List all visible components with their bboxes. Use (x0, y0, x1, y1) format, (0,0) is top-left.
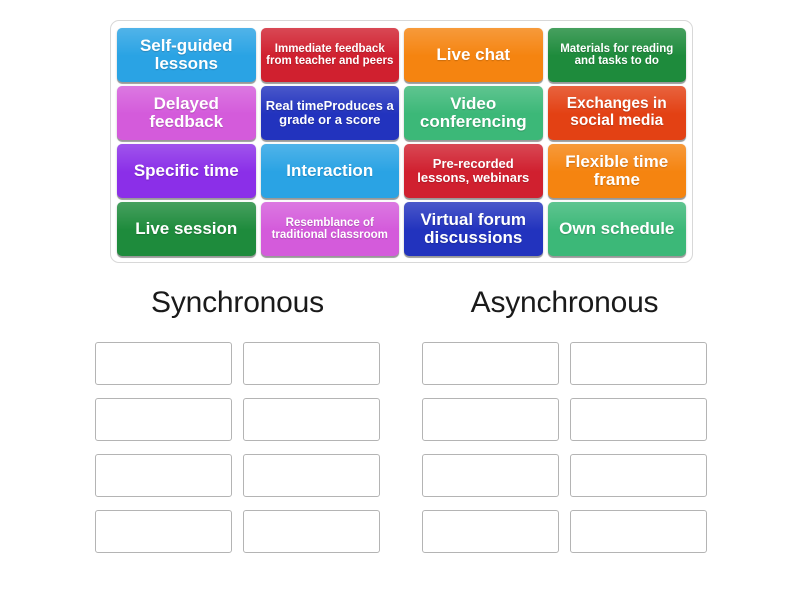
word-tile-label: Flexible time frame (565, 151, 669, 189)
drop-slot[interactable] (243, 342, 380, 385)
word-tile-grid: Self-guided lessons Immediate feedback fr… (117, 28, 686, 256)
word-tile-label: Exchanges in social media (566, 95, 667, 129)
drop-slot[interactable] (422, 398, 559, 441)
word-tile-label: Delayed feedback (149, 93, 224, 131)
word-tile-label: Virtual forum discussions (420, 209, 526, 247)
drop-slot[interactable] (422, 510, 559, 553)
drop-slot[interactable] (570, 454, 707, 497)
word-tile[interactable]: Pre-recorded lessons, webinars (404, 144, 543, 198)
word-tile[interactable]: Delayed feedback (117, 86, 256, 140)
category-column: Asynchronous (422, 288, 707, 578)
drop-slot[interactable] (570, 510, 707, 553)
word-tile-label: Interaction (286, 160, 374, 180)
word-tile[interactable]: Immediate feedback from teacher and peer… (260, 28, 399, 82)
word-tile-label: Live session (135, 218, 238, 238)
word-tile[interactable]: Real timeProduces a grade or a score (260, 86, 399, 140)
word-tile-label: Immediate feedback from teacher and peer… (266, 42, 394, 67)
word-tile[interactable]: Live session (117, 202, 256, 256)
word-tile[interactable]: Exchanges in social media (547, 86, 686, 140)
category-columns: Synchronous Asynchronous (95, 288, 707, 578)
drop-slot[interactable] (570, 398, 707, 441)
word-tile[interactable]: Materials for reading and tasks to do (547, 28, 686, 82)
word-tile[interactable]: Flexible time frame (547, 144, 686, 198)
drop-slot[interactable] (422, 454, 559, 497)
word-tile-label: Self-guided lessons (139, 35, 233, 73)
word-tile[interactable]: Resemblance of traditional classroom (260, 202, 399, 256)
word-tile[interactable]: Live chat (404, 28, 543, 82)
word-tile-label: Pre-recorded lessons, webinars (417, 155, 530, 185)
drop-slot[interactable] (95, 398, 232, 441)
word-tile-label: Video conferencing (419, 93, 527, 131)
drop-slot[interactable] (243, 510, 380, 553)
drop-slot[interactable] (243, 454, 380, 497)
word-tile[interactable]: Own schedule (547, 202, 686, 256)
drop-slot[interactable] (95, 342, 232, 385)
word-tile-label: Materials for reading and tasks to do (560, 42, 674, 67)
drop-slot[interactable] (95, 454, 232, 497)
word-tile-tray: Self-guided lessons Immediate feedback fr… (110, 20, 693, 263)
word-tile[interactable]: Virtual forum discussions (404, 202, 543, 256)
drop-slot[interactable] (570, 342, 707, 385)
word-tile-label: Resemblance of traditional classroom (271, 216, 388, 241)
drop-slot[interactable] (422, 342, 559, 385)
word-tile-label: Own schedule (559, 218, 675, 238)
drop-slot[interactable] (95, 510, 232, 553)
word-tile[interactable]: Video conferencing (404, 86, 543, 140)
drop-slot[interactable] (243, 398, 380, 441)
drop-slot-grid (422, 342, 707, 553)
word-tile-label: Real timeProduces a grade or a score (265, 97, 394, 127)
word-tile[interactable]: Specific time (117, 144, 256, 198)
word-tile[interactable]: Self-guided lessons (117, 28, 256, 82)
word-tile-label: Specific time (133, 160, 239, 180)
word-tile-label: Live chat (436, 44, 511, 64)
category-column: Synchronous (95, 288, 380, 578)
category-title: Asynchronous (470, 286, 659, 319)
word-tile[interactable]: Interaction (260, 144, 399, 198)
drop-slot-grid (95, 342, 380, 553)
category-title: Synchronous (151, 286, 324, 319)
